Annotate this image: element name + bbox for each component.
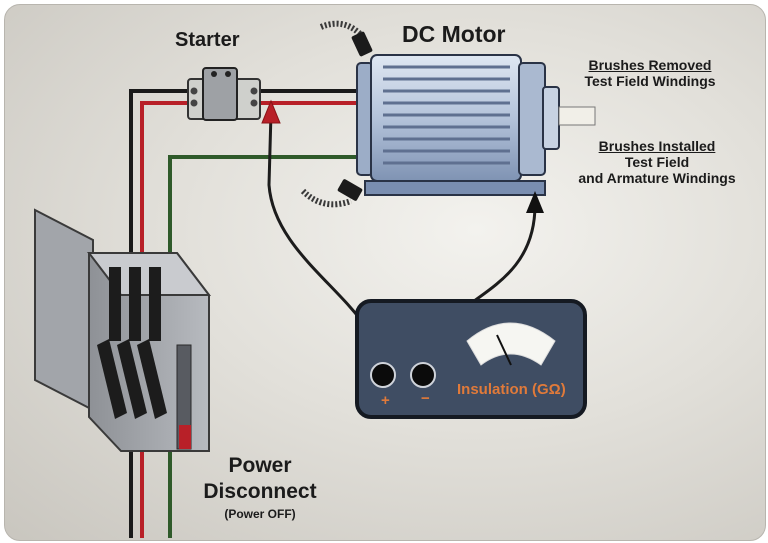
power-disconnect-label: Power Disconnect (Power OFF) (190, 453, 330, 523)
negative-jack (410, 362, 436, 388)
disconnect-door (34, 208, 94, 412)
power-line1: Power (228, 454, 292, 477)
off-indicator (179, 425, 191, 449)
positive-sign: + (381, 392, 390, 409)
brushes-installed-heading: Brushes Installed (598, 138, 716, 154)
brushes-removed-heading: Brushes Removed (588, 57, 712, 73)
switch-blade (137, 339, 167, 419)
brush-top-icon (319, 20, 373, 57)
negative-sign: − (421, 390, 430, 407)
insulation-tester (355, 299, 587, 419)
brushes-installed-note: Brushes Installed Test Field and Armatur… (572, 138, 742, 186)
switch-blade (97, 339, 127, 419)
switch-blade (117, 339, 147, 419)
brushes-removed-text: Test Field Windings (584, 73, 716, 89)
starter-title: Starter (175, 29, 240, 51)
brushes-removed-note: Brushes Removed Test Field Windings (570, 57, 730, 89)
motor-leads (260, 89, 357, 105)
motor-base (364, 180, 546, 196)
positive-jack (370, 362, 396, 388)
brushes-installed-line2: and Armature Windings (578, 170, 736, 186)
power-disconnect-box (34, 208, 212, 452)
dc-motor (356, 54, 596, 196)
brushes-installed-line1: Test Field (624, 154, 690, 170)
diagram-frame: Starter DC Motor Brushes Removed Test Fi… (4, 4, 766, 541)
wiring-diagram (34, 20, 596, 538)
power-line2: Disconnect (203, 480, 317, 503)
motor-title: DC Motor (402, 21, 506, 47)
black-probe-arrow (526, 191, 544, 213)
meter-dial (466, 322, 556, 366)
red-probe-arrow (261, 99, 281, 124)
power-status: (Power OFF) (224, 507, 296, 521)
motor-shaft (558, 106, 596, 126)
starter-contactor (187, 67, 261, 121)
meter-needle (496, 334, 512, 366)
insulation-label: Insulation (GΩ) (457, 381, 566, 398)
brush-bottom-icon (300, 179, 363, 208)
